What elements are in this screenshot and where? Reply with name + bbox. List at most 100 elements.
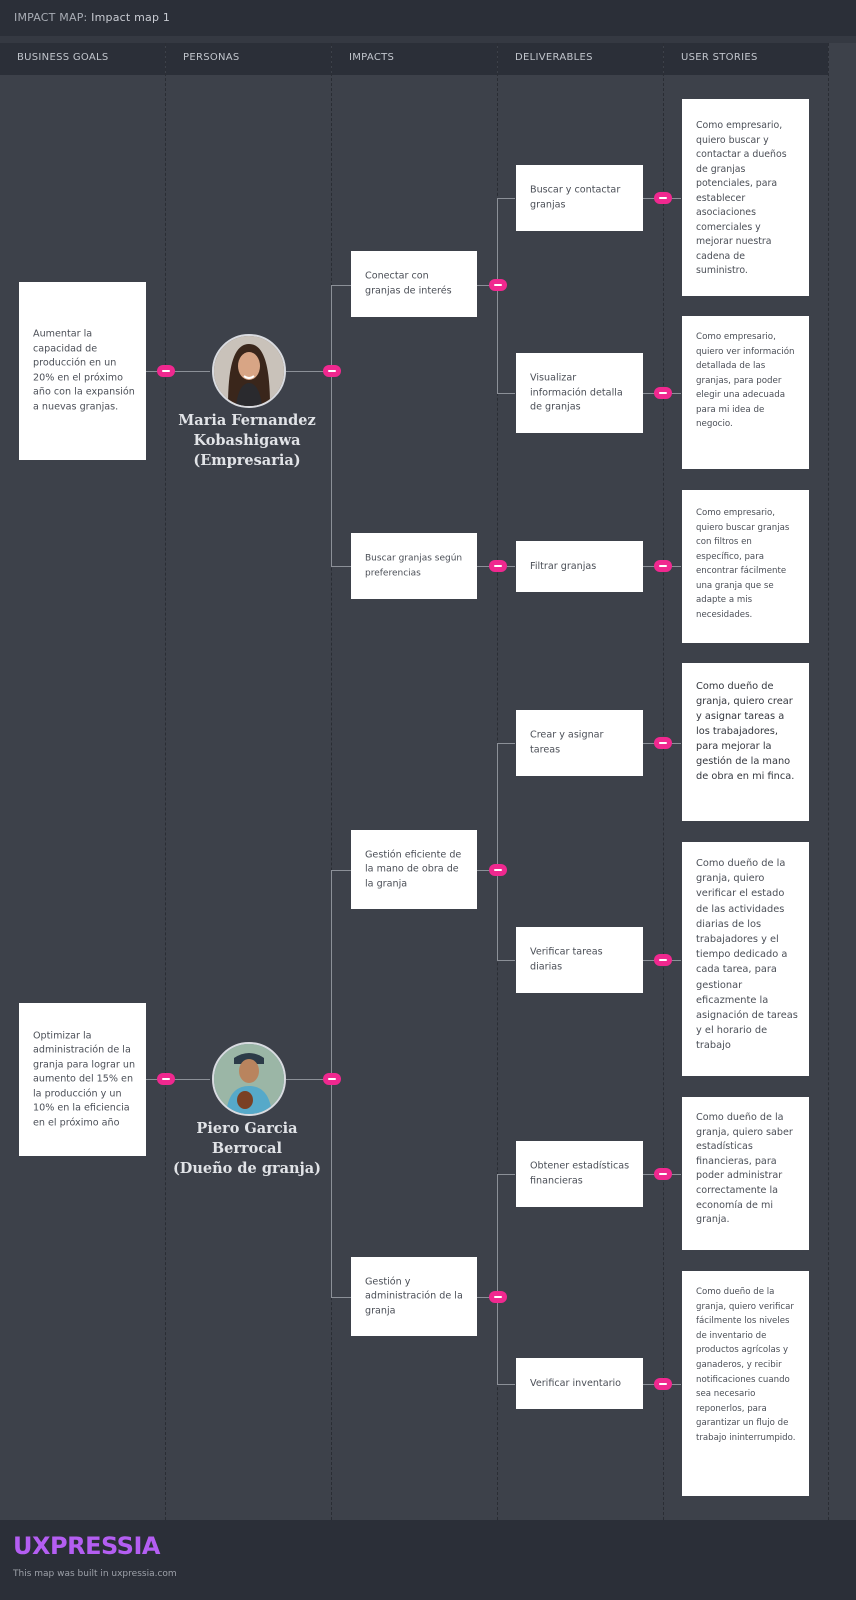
collapse-toggle[interactable] — [654, 737, 672, 749]
persona-name-line: Piero Garcia Berrocal — [196, 1120, 298, 1157]
column-header-user-stories: USER STORIES — [664, 43, 828, 75]
column-divider — [663, 43, 664, 1520]
deliverable-text: Visualizar información detalla de granja… — [530, 372, 623, 413]
collapse-toggle[interactable] — [654, 192, 672, 204]
connector-line — [497, 743, 515, 744]
column-header-business-goals: BUSINESS GOALS — [0, 43, 165, 75]
connector-line — [146, 371, 210, 372]
persona-name: Maria Fernandez Kobashigawa (Empresaria) — [167, 411, 327, 471]
collapse-toggle[interactable] — [323, 365, 341, 377]
collapse-toggle[interactable] — [157, 365, 175, 377]
user-story-text: Como dueño de la granja, quiero verifica… — [696, 858, 798, 1052]
column-header-deliverables: DELIVERABLES — [498, 43, 663, 75]
impact-card[interactable]: Gestión eficiente de la mano de obra de … — [351, 830, 477, 909]
user-story-card[interactable]: Como empresario, quiero buscar y contact… — [682, 99, 809, 296]
collapse-toggle[interactable] — [489, 560, 507, 572]
map-title-label: IMPACT MAP: — [14, 11, 88, 24]
user-story-text: Como empresario, quiero buscar granjas c… — [696, 508, 790, 620]
connector-line — [497, 198, 498, 393]
collapse-toggle[interactable] — [489, 279, 507, 291]
user-story-card[interactable]: Como empresario, quiero buscar granjas c… — [682, 490, 809, 643]
deliverable-card[interactable]: Crear y asignar tareas — [516, 710, 643, 776]
impact-card[interactable]: Gestión y administración de la granja — [351, 1257, 477, 1336]
footer: UXPRESSIA This map was built in uxpressi… — [0, 1520, 856, 1600]
user-story-card[interactable]: Como dueño de la granja, quiero saber es… — [682, 1097, 809, 1250]
header-separator — [0, 36, 856, 43]
persona-avatar-piero[interactable] — [212, 1042, 286, 1116]
impact-text: Gestión y administración de la granja — [365, 1275, 463, 1316]
deliverable-card[interactable]: Filtrar granjas — [516, 541, 643, 592]
business-goal-card[interactable]: Aumentar la capacidad de producción en u… — [19, 282, 146, 460]
column-label: PERSONAS — [183, 52, 240, 63]
persona-avatar-maria[interactable] — [212, 334, 286, 408]
deliverable-text: Verificar tareas diarias — [530, 946, 603, 973]
connector-line — [497, 1384, 515, 1385]
map-name: Impact map 1 — [91, 11, 171, 24]
connector-line — [331, 566, 351, 567]
user-story-text: Como empresario, quiero ver información … — [696, 332, 795, 429]
deliverable-card[interactable]: Verificar inventario — [516, 1358, 643, 1409]
user-story-card[interactable]: Como dueño de la granja, quiero verifica… — [682, 842, 809, 1076]
deliverable-text: Buscar y contactar granjas — [530, 184, 621, 211]
collapse-toggle[interactable] — [654, 1378, 672, 1390]
user-story-text: Como dueño de la granja, quiero verifica… — [696, 1287, 796, 1443]
collapse-toggle[interactable] — [157, 1073, 175, 1085]
collapse-toggle[interactable] — [654, 387, 672, 399]
connector-line — [477, 1297, 497, 1298]
impact-text: Gestión eficiente de la mano de obra de … — [365, 848, 462, 889]
persona-name-line: (Dueño de granja) — [172, 1160, 322, 1177]
column-label: DELIVERABLES — [515, 52, 593, 63]
top-bar: IMPACT MAP: Impact map 1 — [0, 0, 856, 36]
deliverable-card[interactable]: Obtener estadísticas financieras — [516, 1141, 643, 1207]
connector-line — [497, 393, 515, 394]
collapse-toggle[interactable] — [654, 954, 672, 966]
connector-line — [286, 1079, 332, 1080]
column-header-impacts: IMPACTS — [332, 43, 497, 75]
business-goal-text: Optimizar la administración de la granja… — [33, 1029, 136, 1128]
impact-card[interactable]: Conectar con granjas de interés — [351, 251, 477, 317]
connector-line — [286, 371, 332, 372]
collapse-toggle[interactable] — [489, 864, 507, 876]
user-story-text: Como dueño de la granja, quiero saber es… — [696, 1112, 793, 1226]
woman-portrait-icon — [214, 336, 284, 406]
deliverable-card[interactable]: Verificar tareas diarias — [516, 927, 643, 993]
column-divider — [165, 43, 166, 1520]
connector-line — [477, 285, 497, 286]
uxpressia-logo[interactable]: UXPRESSIA — [13, 1532, 160, 1560]
connector-line — [146, 1079, 210, 1080]
connector-line — [331, 285, 332, 566]
user-story-text: Como dueño de granja, quiero crear y asi… — [696, 681, 795, 782]
business-goal-card[interactable]: Optimizar la administración de la granja… — [19, 1003, 146, 1156]
collapse-toggle[interactable] — [654, 1168, 672, 1180]
persona-name: Piero Garcia Berrocal (Dueño de granja) — [167, 1119, 327, 1179]
column-header-personas: PERSONAS — [166, 43, 331, 75]
deliverable-text: Verificar inventario — [530, 1377, 622, 1389]
deliverable-card[interactable]: Visualizar información detalla de granja… — [516, 353, 643, 433]
connector-line — [477, 870, 497, 871]
connector-line — [497, 198, 515, 199]
deliverable-card[interactable]: Buscar y contactar granjas — [516, 165, 643, 231]
connector-line — [497, 1174, 498, 1384]
user-story-card[interactable]: Como dueño de granja, quiero crear y asi… — [682, 663, 809, 821]
collapse-toggle[interactable] — [489, 1291, 507, 1303]
impact-card[interactable]: Buscar granjas según preferencias — [351, 533, 477, 599]
user-story-card[interactable]: Como empresario, quiero ver información … — [682, 316, 809, 469]
map-title[interactable]: IMPACT MAP: Impact map 1 — [14, 11, 170, 24]
user-story-card[interactable]: Como dueño de la granja, quiero verifica… — [682, 1271, 809, 1496]
connector-line — [331, 870, 351, 871]
deliverable-text: Crear y asignar tareas — [530, 729, 604, 756]
column-label: IMPACTS — [349, 52, 395, 63]
column-label: USER STORIES — [681, 52, 758, 63]
deliverable-text: Obtener estadísticas financieras — [530, 1160, 630, 1187]
collapse-toggle[interactable] — [654, 560, 672, 572]
man-portrait-icon — [214, 1044, 284, 1114]
column-divider — [331, 43, 332, 1520]
connector-line — [497, 960, 515, 961]
collapse-toggle[interactable] — [323, 1073, 341, 1085]
user-story-text: Como empresario, quiero buscar y contact… — [696, 120, 787, 276]
persona-name-line: (Empresaria) — [193, 452, 301, 469]
connector-line — [497, 743, 498, 960]
persona-name-line: Maria Fernandez — [178, 412, 316, 429]
impact-text: Conectar con granjas de interés — [365, 270, 452, 297]
connector-line — [497, 1174, 515, 1175]
